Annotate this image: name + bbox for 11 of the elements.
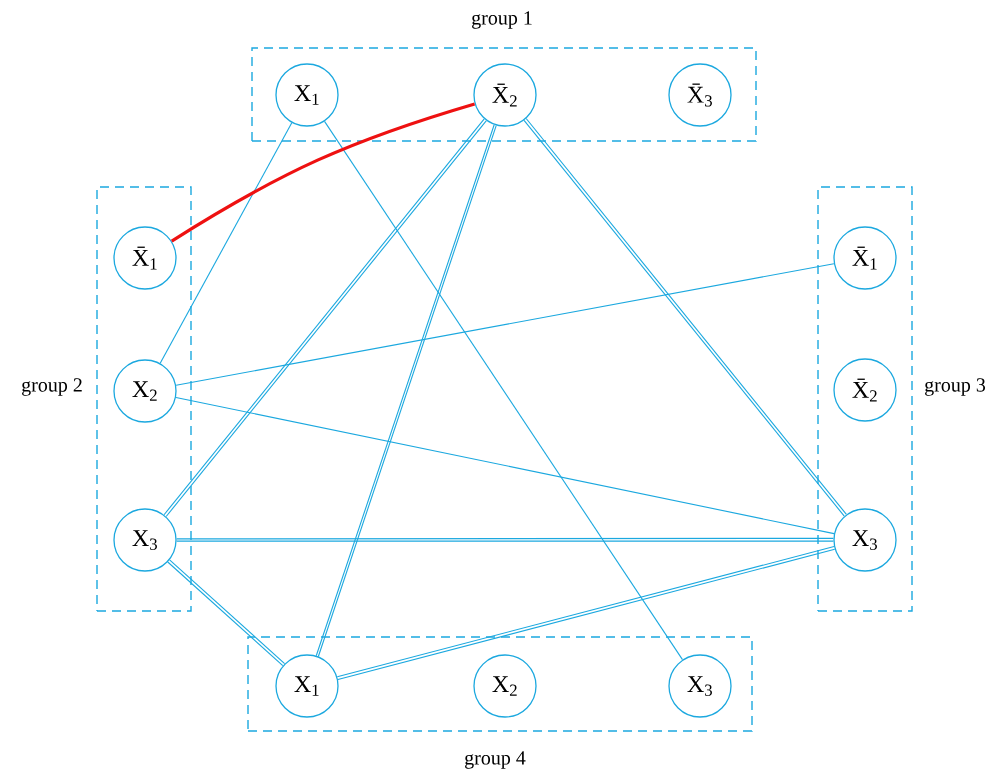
- connector-line: [176, 540, 834, 542]
- connector-line: [175, 263, 835, 386]
- node-label: group 4: [465, 751, 526, 769]
- node-label: group 3: [925, 378, 986, 396]
- node-label: group 2: [22, 378, 82, 396]
- node-label: group 1: [472, 11, 532, 29]
- connector-line: [176, 537, 834, 540]
- connector-line: [159, 122, 293, 364]
- connector-line: [175, 396, 835, 535]
- connector-line: [323, 120, 684, 661]
- marker-stroke: [170, 102, 476, 243]
